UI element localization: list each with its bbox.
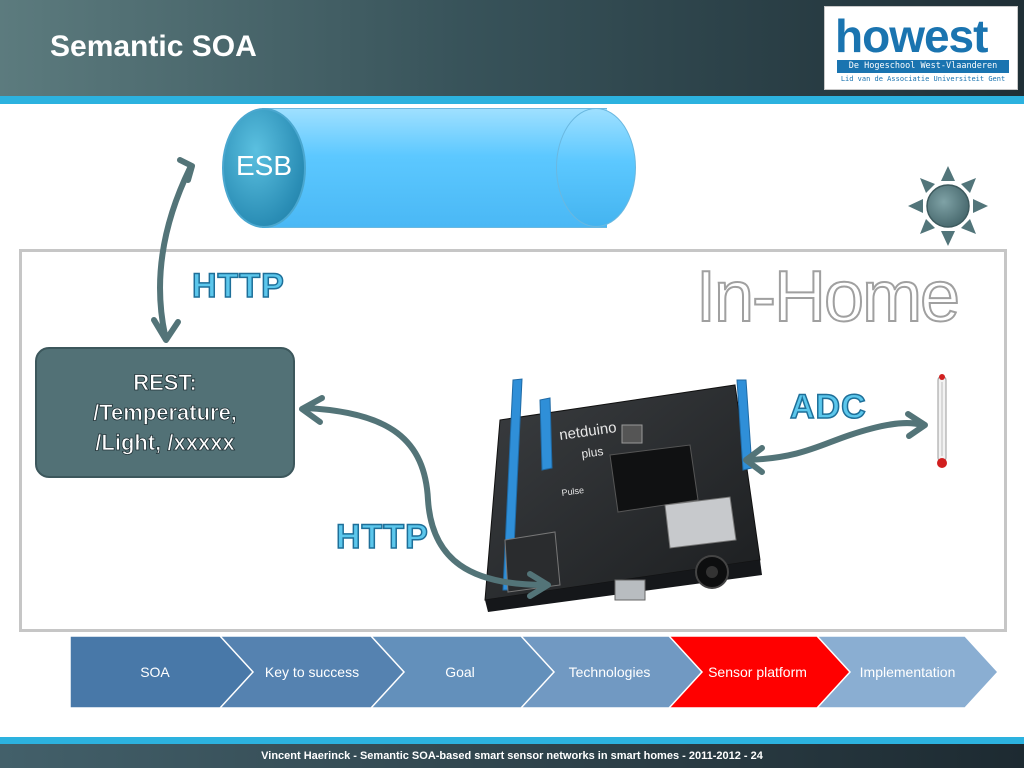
footer-stripe (0, 737, 1024, 744)
breadcrumb-item-goal[interactable]: Goal (445, 664, 475, 680)
breadcrumb-item-soa[interactable]: SOA (140, 664, 170, 680)
arrow-rest-board (302, 405, 548, 588)
arrowhead-thermometer (905, 411, 928, 439)
esb-label: ESB (235, 150, 293, 181)
arrowhead-ethernet (527, 571, 551, 599)
in-home-frame (19, 249, 1007, 632)
http-label-bottom: HTTP (335, 517, 429, 557)
footer-text: Vincent Haerinck - Semantic SOA-based sm… (261, 750, 763, 762)
board-model-text: plus (580, 444, 604, 461)
breadcrumb: SOA Key to success Goal Technologies Sen… (70, 636, 1000, 708)
rest-line-3: /Light, /xxxxx (95, 429, 235, 455)
arrow-esb-rest (157, 165, 193, 338)
breadcrumb-item-key-to-success[interactable]: Key to success (264, 664, 360, 680)
rest-line-2: /Temperature, (93, 399, 238, 425)
breadcrumb-item-technologies[interactable]: Technologies (568, 664, 651, 680)
breadcrumb-item-implementation[interactable]: Implementation (859, 664, 956, 680)
arrowhead-rest-side (299, 395, 325, 425)
rest-line-1: REST: (133, 369, 197, 395)
breadcrumb-shapes (70, 636, 1000, 708)
rest-api-box: REST: /Temperature, /Light, /xxxxx (35, 347, 295, 478)
thermometer-icon (937, 374, 947, 468)
breadcrumb-item-sensor-platform[interactable]: Sensor platform (708, 664, 807, 680)
logo-subtitle: De Hogeschool West-Vlaanderen (837, 60, 1009, 73)
slide-footer (0, 744, 1024, 768)
netduino-board-image: netduino plus Pulse (484, 378, 762, 612)
http-label-top: HTTP (191, 266, 285, 306)
logo-tagline: Lid van de Associatie Universiteit Gent (840, 75, 1006, 83)
breadcrumb-shape-soa[interactable] (70, 636, 255, 708)
header-stripe (0, 96, 1024, 104)
esb-cylinder-face (222, 108, 306, 228)
arrowhead-board-pins (743, 445, 765, 475)
logo-wordmark: howest (835, 10, 988, 62)
board-chip-text: Pulse (561, 485, 585, 498)
howest-logo: howest De Hogeschool West-Vlaanderen Lid… (824, 6, 1018, 90)
adc-label: ADC (789, 387, 867, 427)
arrow-board-thermometer (745, 420, 925, 463)
arrowhead-rest-top (151, 317, 181, 343)
sun-icon (908, 166, 988, 246)
arrowhead-esb (177, 157, 195, 183)
slide-title: Semantic SOA (50, 30, 257, 63)
esb-cylinder-end (556, 108, 636, 227)
rest-api-text: REST: /Temperature, /Light, /xxxxx (93, 368, 238, 458)
in-home-label: In-Home (695, 256, 961, 338)
esb-cylinder-body (262, 108, 607, 228)
